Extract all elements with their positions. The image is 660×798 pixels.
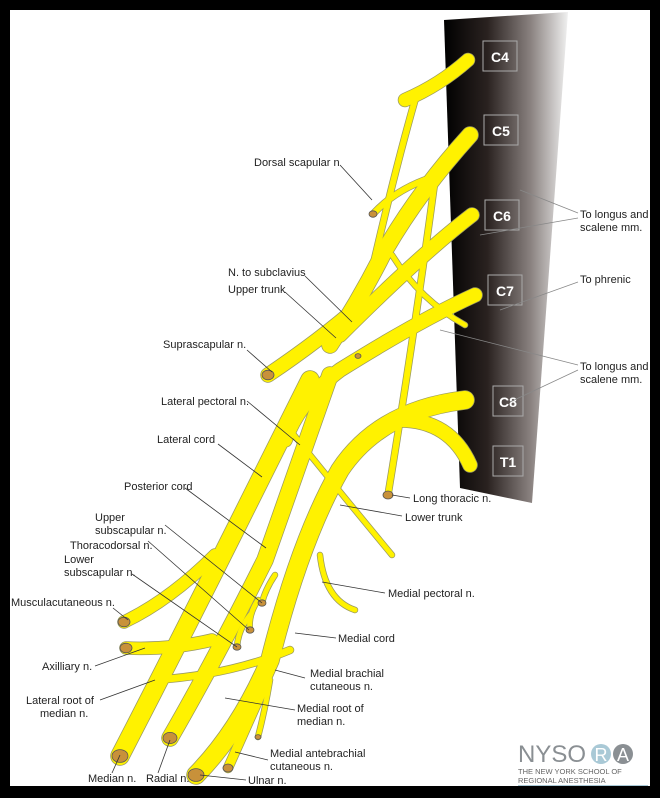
label-lateral-root-2: median n. (40, 708, 88, 720)
nerve-cut-end (117, 616, 131, 628)
label-axillary: Axilliary n. (42, 661, 92, 673)
nerve-medial-brachial (255, 677, 273, 740)
nerve-lateral-cord (111, 371, 319, 765)
segment-c7: C7 (496, 283, 514, 299)
label-upper-subscapular: Upper (95, 512, 125, 524)
label-radial: Radial n. (146, 773, 189, 785)
nerve-medial-antebrachial (223, 680, 270, 773)
label-posterior-cord: Posterior cord (124, 481, 192, 493)
nerve-posterior-cord (162, 367, 338, 746)
label-thoracodorsal: Thoracodorsal n. (70, 540, 153, 552)
spinal-column (444, 12, 568, 503)
label-suprascapular: Suprascapular n. (163, 339, 246, 351)
nerve-cut-end (254, 734, 262, 740)
label-medial-antebrachial: Medial antebrachial (270, 748, 365, 760)
nerve-long-thoracic (385, 177, 438, 498)
label-longus-scalene-1b: scalene mm. (580, 222, 642, 234)
nerve-cut-end (261, 369, 275, 381)
nerve-ends (111, 210, 394, 782)
label-ulnar: Ulnar n. (248, 775, 287, 786)
label-median: Median n. (88, 773, 136, 785)
label-lower-trunk: Lower trunk (405, 512, 463, 524)
label-longus-scalene-1: To longus and (580, 209, 649, 221)
diagram-svg: C4 C5 C6 C7 C8 T1 Dorsal scapular n N. t… (11, 12, 649, 786)
labels: Dorsal scapular n N. to subclavius Upper… (11, 157, 649, 786)
nerve-cut-end (368, 210, 378, 218)
segment-c6: C6 (493, 208, 511, 224)
label-lower-subscapular: Lower (64, 554, 94, 566)
nerve-axillary (120, 634, 218, 655)
label-medial-brachial-2: cutaneous n. (310, 681, 373, 693)
label-upper-subscapular-2: subscapular n. (95, 525, 167, 537)
label-long-thoracic: Long thoracic n. (413, 493, 491, 505)
nerve-upper-trunk (261, 298, 367, 382)
nerve-t1-root (393, 413, 477, 472)
nerve-c4-root (398, 53, 475, 107)
label-musculocutaneous: Musculacutaneous n. (11, 597, 115, 609)
nerve-lateral-root-median (151, 646, 294, 684)
nerve-cut-end (187, 768, 205, 782)
brachial-plexus-diagram: C4 C5 C6 C7 C8 T1 Dorsal scapular n N. t… (10, 10, 650, 786)
label-medial-root: Medial root of (297, 703, 365, 715)
label-dorsal-scapular: Dorsal scapular n (254, 157, 340, 169)
nerve-musculocutaneous (118, 549, 221, 628)
nerve-medial-pectoral (317, 552, 358, 613)
label-lower-subscapular-2: subscapular n. (64, 567, 136, 579)
nerve-cut-end (222, 763, 234, 773)
segment-c8: C8 (499, 394, 517, 410)
segment-c5: C5 (492, 123, 510, 139)
label-upper-trunk: Upper trunk (228, 284, 286, 296)
label-lateral-root: Lateral root of (26, 695, 95, 707)
nerve-c6-root (333, 208, 479, 342)
svg-text:A: A (617, 745, 629, 765)
label-medial-cord: Medial cord (338, 633, 395, 645)
nerves (110, 52, 483, 785)
label-medial-root-2: median n. (297, 716, 345, 728)
nerve-subclavius (389, 252, 468, 328)
label-medial-brachial: Medial brachial (310, 668, 384, 680)
nerve-dorsal-scapular (370, 175, 433, 217)
nerve-cut-end (162, 732, 178, 745)
svg-text:R: R (595, 745, 608, 765)
label-medial-antebrachial-2: cutaneous n. (270, 761, 333, 773)
label-longus-scalene-2: To longus and (580, 361, 649, 373)
nerve-lateral-pectoral (287, 427, 395, 558)
label-medial-pectoral: Medial pectoral n. (388, 588, 475, 600)
logo-text: NYSO (518, 741, 586, 768)
segment-boxes: C4 C5 C6 C7 C8 T1 (482, 40, 524, 477)
nysora-logo: NYSO R A (518, 741, 633, 768)
nerve-cut-end (382, 490, 394, 500)
label-lateral-pectoral: Lateral pectoral n. (161, 396, 249, 408)
label-longus-scalene-2b: scalene mm. (580, 374, 642, 386)
nerve-cut-end (354, 353, 362, 359)
logo-tagline: THE NEW YORK SCHOOL OF REGIONAL ANESTHES… (518, 767, 648, 786)
segment-c4: C4 (491, 49, 509, 65)
label-lateral-cord: Lateral cord (157, 434, 215, 446)
segment-t1: T1 (500, 454, 517, 470)
nerve-cut-end (245, 626, 255, 634)
label-n-to-subclavius: N. to subclavius (228, 267, 306, 279)
nerve-cut-end (111, 749, 129, 763)
nerve-c8-t1-lower-trunk (187, 391, 474, 784)
label-to-phrenic: To phrenic (580, 274, 631, 286)
nerve-cut-end (119, 642, 133, 654)
leader-lines (94, 164, 579, 781)
nerve-c4-descending (369, 97, 418, 273)
